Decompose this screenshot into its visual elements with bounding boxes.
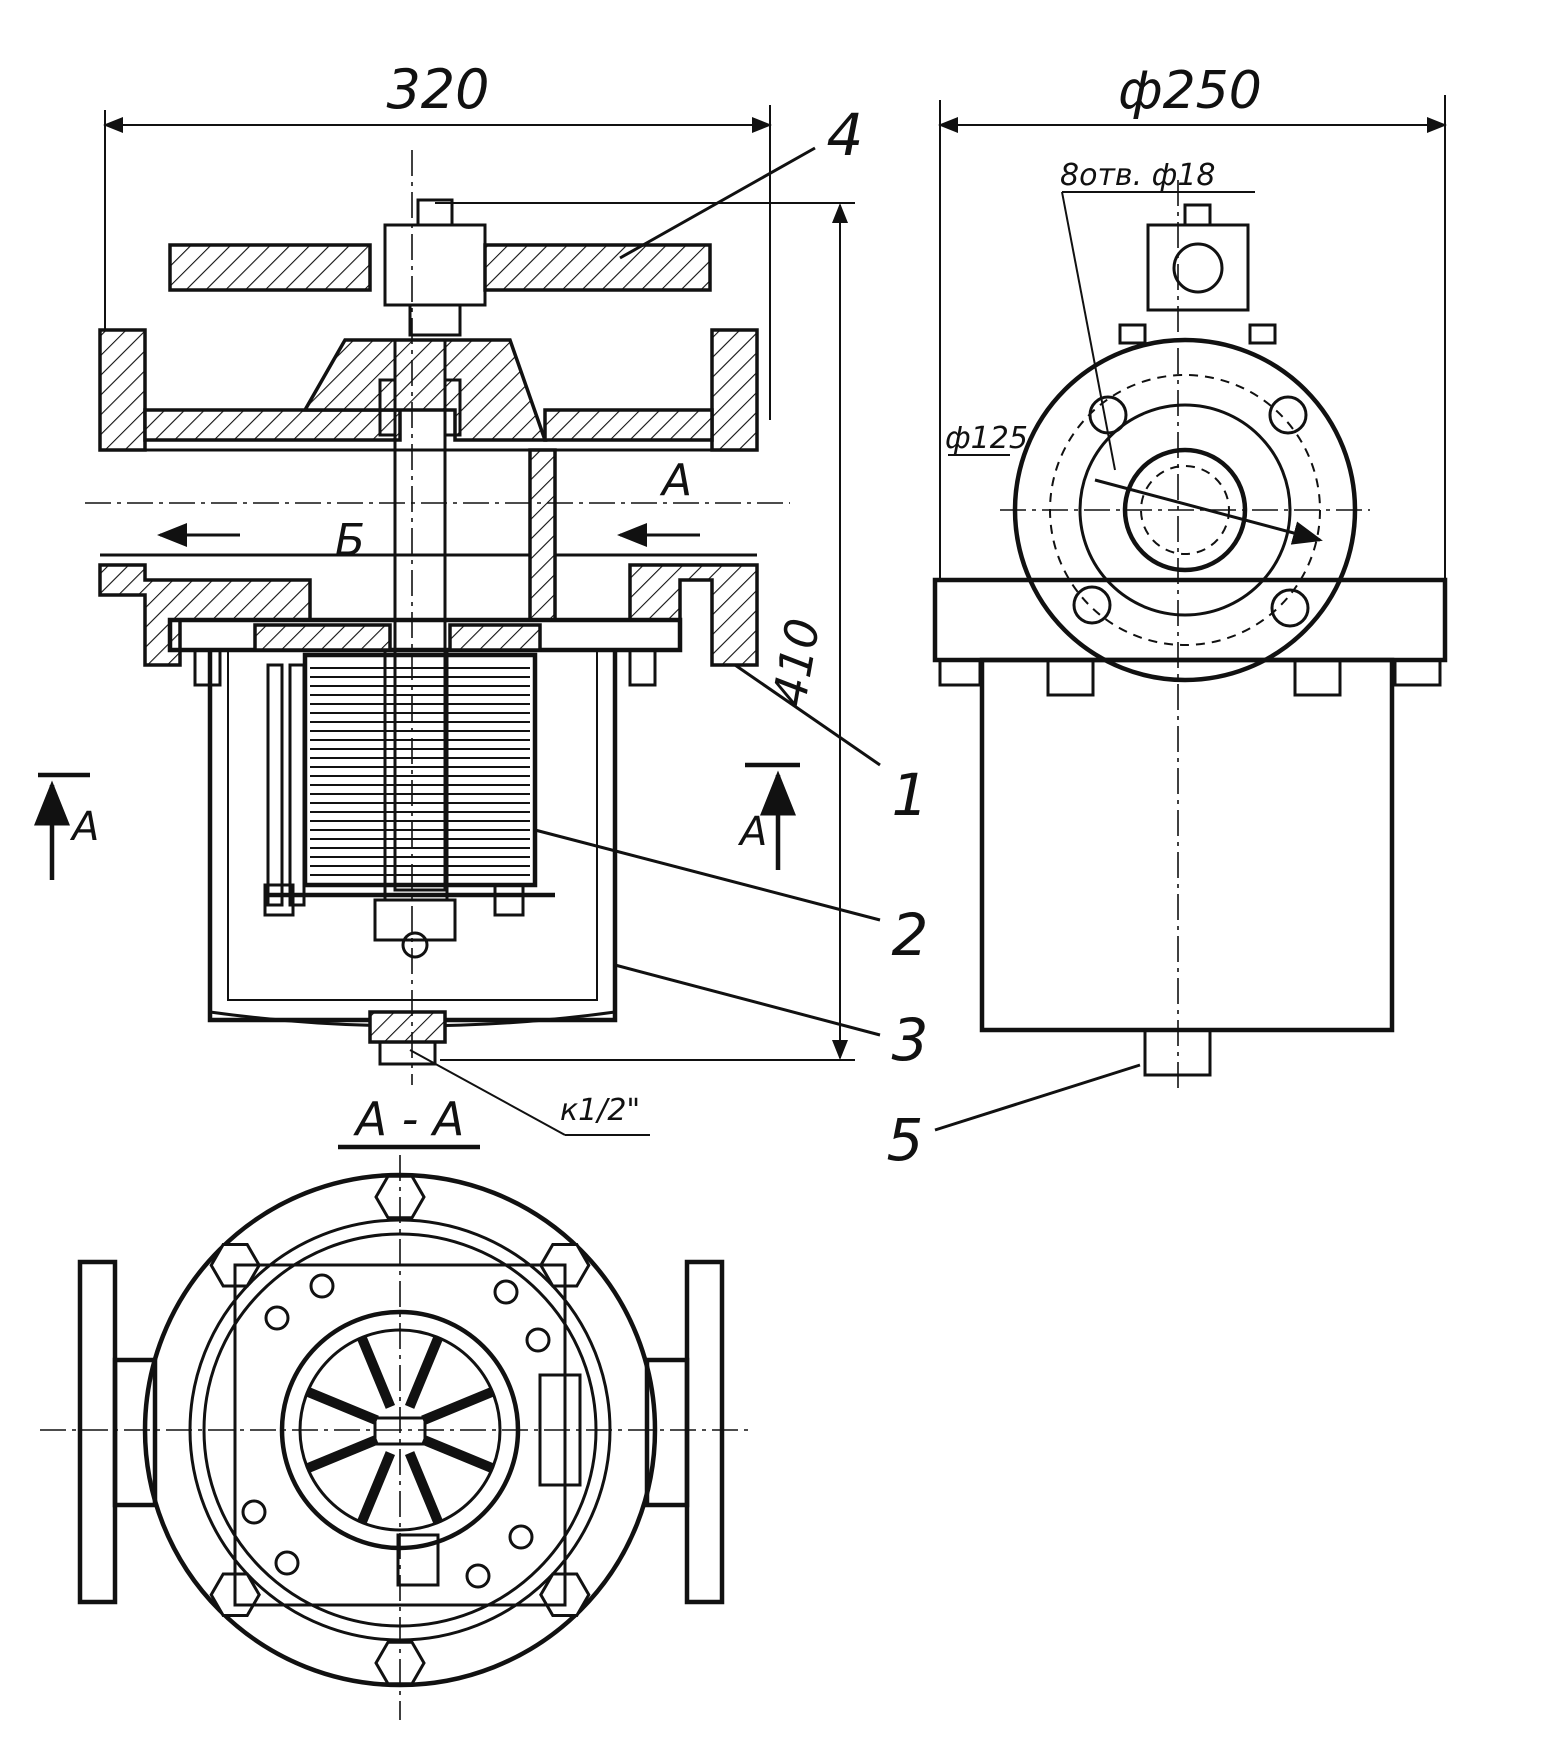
- filter-spoke: [404, 1335, 443, 1409]
- front-section-view: 320 410: [34, 58, 929, 1136]
- section-marker-right: А: [737, 762, 800, 870]
- cover-plate: [167, 617, 683, 687]
- filter-spoke: [421, 1434, 495, 1473]
- t-handle: [168, 198, 712, 337]
- filter-element: [263, 648, 555, 959]
- callout-3: 3: [892, 1006, 929, 1074]
- dimension-height-label: 410: [762, 614, 830, 710]
- filter-spoke: [421, 1387, 495, 1426]
- bolt-holes-label: 8отв. ф18: [1060, 158, 1216, 193]
- filter-spokes: [305, 1335, 495, 1525]
- side-view: ф250 8отв. ф18: [887, 61, 1448, 1174]
- callout-4: 4: [827, 101, 864, 169]
- bolt-circle-label: ф125: [945, 421, 1028, 456]
- filter-spoke: [305, 1387, 379, 1426]
- flow-label-inlet: А: [659, 455, 692, 506]
- filter-spoke: [357, 1335, 396, 1409]
- filter-spoke: [404, 1451, 443, 1525]
- dimension-width-label: 320: [386, 58, 489, 121]
- section-marker-left: А: [34, 772, 99, 880]
- section-aa-title: А - А: [353, 1092, 465, 1146]
- callout-1: 1: [892, 761, 929, 829]
- dimension-diameter: ф250: [938, 61, 1447, 580]
- filter-spoke: [357, 1451, 396, 1525]
- callout-5: 5: [887, 1106, 924, 1174]
- section-marker-right-label: А: [737, 809, 767, 855]
- flow-label-outlet: Б: [335, 515, 365, 566]
- callout-2: 2: [892, 901, 929, 969]
- dimension-diameter-label: ф250: [1118, 61, 1262, 121]
- dimension-width: 320: [103, 58, 772, 420]
- callout-leaders: 4 1 2 3 к1/2": [409, 101, 929, 1136]
- filter-spoke: [305, 1434, 379, 1473]
- drain-thread-label: к1/2": [560, 1093, 640, 1128]
- filter-disks: [310, 667, 530, 876]
- stem: [378, 338, 462, 892]
- housing-top: Б А: [85, 328, 790, 667]
- section-marker-left-label: А: [69, 804, 99, 850]
- filter-cup: [207, 150, 618, 1085]
- section-aa-view: А - А: [40, 1092, 750, 1720]
